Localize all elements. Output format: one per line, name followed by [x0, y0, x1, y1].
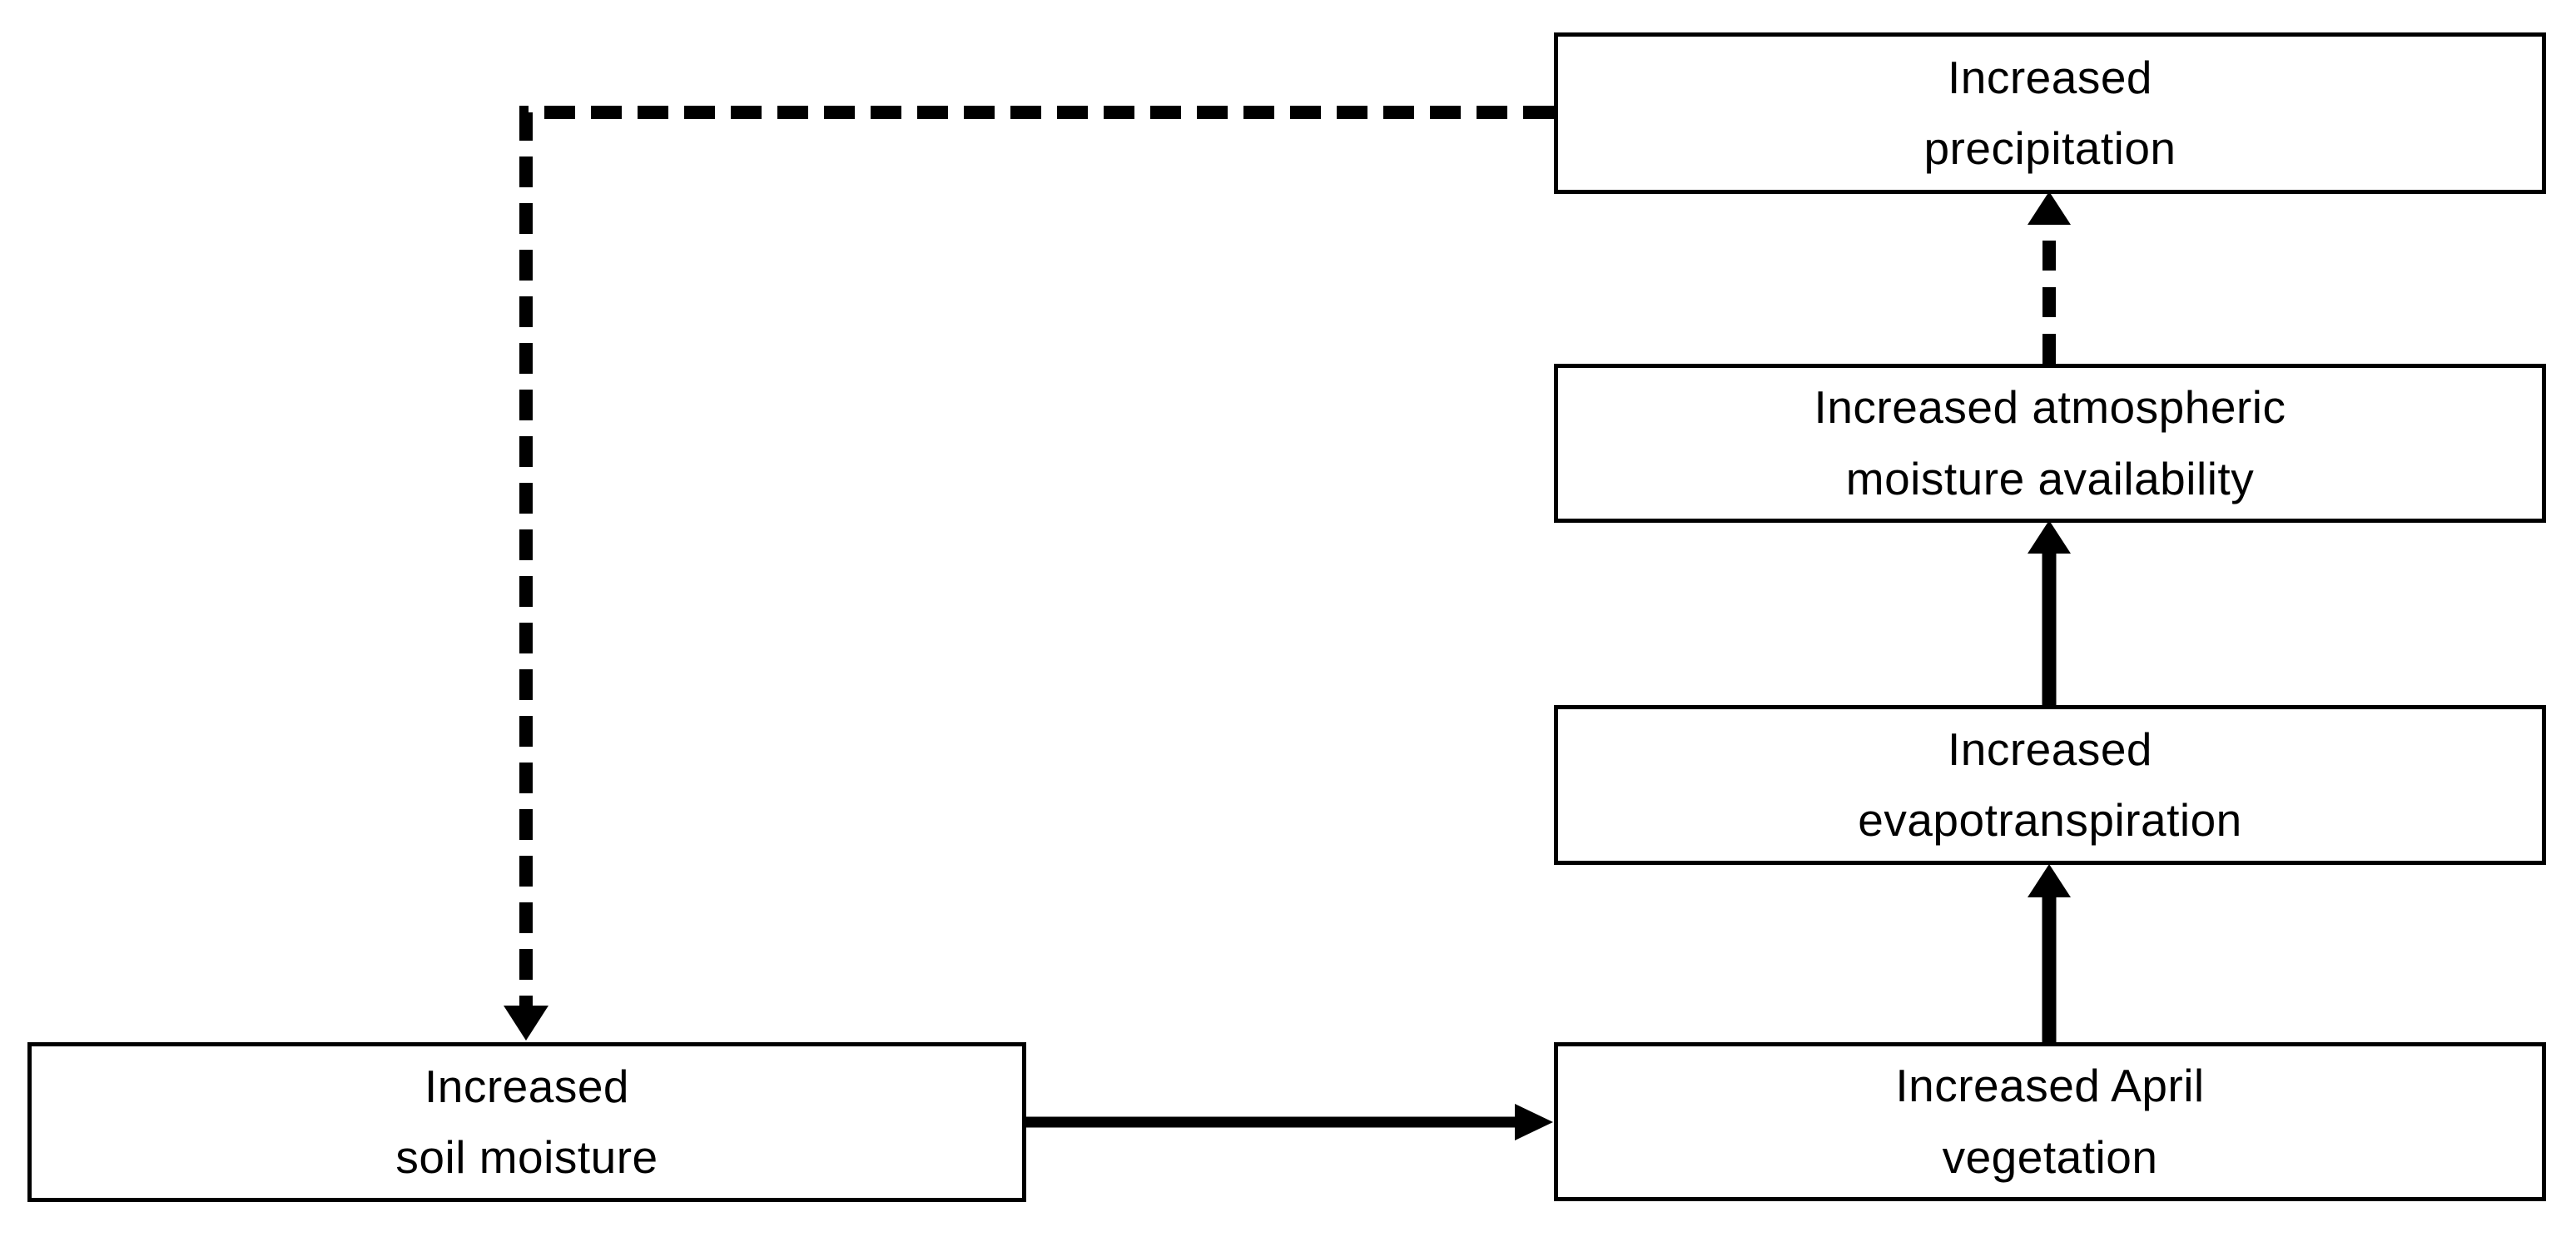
node-label: Increased soil moisture [395, 1060, 658, 1183]
edge-atmospheric-moisture-to-precipitation [2028, 191, 2071, 364]
edge-precipitation-to-soil-moisture [504, 106, 1554, 1041]
node-increased-precipitation: Increased precipitation [1554, 32, 2546, 194]
node-label: Increased April vegetation [1895, 1060, 2205, 1183]
node-increased-evapotranspiration: Increased evapotranspiration [1554, 705, 2546, 865]
edge-april-vegetation-to-evapotranspiration [2028, 864, 2071, 1042]
node-increased-april-vegetation: Increased April vegetation [1554, 1042, 2546, 1201]
edge-evapotranspiration-to-atmospheric-moisture [2028, 520, 2071, 705]
node-increased-soil-moisture: Increased soil moisture [27, 1042, 1026, 1202]
node-label: Increased evapotranspiration [1858, 723, 2242, 846]
edge-soil-moisture-to-april-vegetation [1026, 1104, 1553, 1140]
node-label: Increased precipitation [1923, 51, 2176, 174]
node-increased-atmospheric-moisture-availability: Increased atmospheric moisture availabil… [1554, 364, 2546, 523]
node-label: Increased atmospheric moisture availabil… [1814, 381, 2286, 504]
